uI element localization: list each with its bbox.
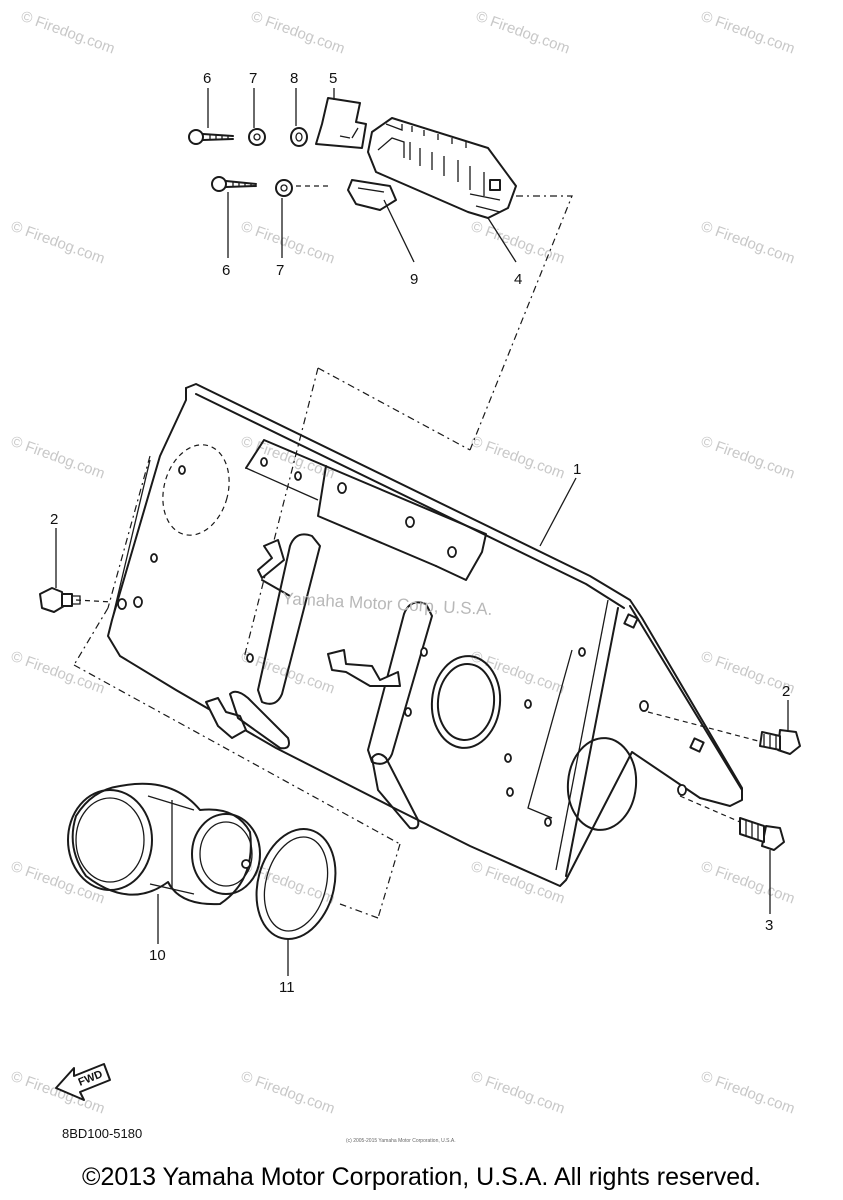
watermark: © Firedog.com xyxy=(9,433,107,483)
watermark: © Firedog.com xyxy=(469,648,567,698)
air-box-plate-1 xyxy=(107,383,743,887)
callout-6: 6 xyxy=(203,70,211,87)
bolt-3 xyxy=(739,817,785,851)
callout-11: 11 xyxy=(279,979,295,996)
callout-2: 2 xyxy=(782,683,790,700)
watermark: © Firedog.com xyxy=(699,8,797,58)
copyright-notice: ©2013 Yamaha Motor Corporation, U.S.A. A… xyxy=(82,1163,761,1191)
center-watermark: Yamaha Motor Corp, U.S.A. xyxy=(282,589,493,619)
watermark: © Firedog.com xyxy=(699,218,797,268)
callout-1: 1 xyxy=(573,461,581,478)
fwd-arrow-icon: FWD xyxy=(55,1063,111,1101)
watermark: © Firedog.com xyxy=(474,8,572,58)
bracket-9 xyxy=(347,179,397,211)
callout-6: 6 xyxy=(222,262,230,279)
gasket-11 xyxy=(255,828,337,940)
watermark: © Firedog.com xyxy=(19,8,117,58)
callout-8: 8 xyxy=(290,70,298,87)
tiny-credit: (c) 2005-2015 Yamaha Motor Corporation, … xyxy=(346,1138,456,1144)
watermark: © Firedog.com xyxy=(249,8,347,58)
watermark: © Firedog.com xyxy=(469,433,567,483)
intake-joint-10 xyxy=(67,782,261,906)
watermark: © Firedog.com xyxy=(699,1068,797,1118)
callout-4: 4 xyxy=(514,271,522,288)
diagram-code: 8BD100-5180 xyxy=(62,1126,142,1141)
bolt-2-right xyxy=(759,729,801,755)
callout-10: 10 xyxy=(149,947,166,964)
watermark: © Firedog.com xyxy=(699,433,797,483)
callout-7: 7 xyxy=(276,262,284,279)
callout-7: 7 xyxy=(249,70,257,87)
screw-6-lower xyxy=(211,176,257,192)
bracket-5 xyxy=(315,97,367,149)
watermark: © Firedog.com xyxy=(469,1068,567,1118)
watermark: © Firedog.com xyxy=(9,218,107,268)
washer-8 xyxy=(290,127,308,147)
connector-block-4 xyxy=(367,117,517,219)
callout-9: 9 xyxy=(410,271,418,288)
callout-3: 3 xyxy=(765,917,773,934)
watermark: © Firedog.com xyxy=(699,858,797,908)
callout-2: 2 xyxy=(50,511,58,528)
bolt-2-left xyxy=(39,587,81,613)
watermark: © Firedog.com xyxy=(469,218,567,268)
nut-7-top xyxy=(248,128,266,146)
watermark: © Firedog.com xyxy=(9,648,107,698)
callout-5: 5 xyxy=(329,70,337,87)
nut-7-lower xyxy=(275,179,293,197)
watermark: © Firedog.com xyxy=(239,1068,337,1118)
screw-6-top xyxy=(188,129,234,145)
watermark: © Firedog.com xyxy=(239,218,337,268)
